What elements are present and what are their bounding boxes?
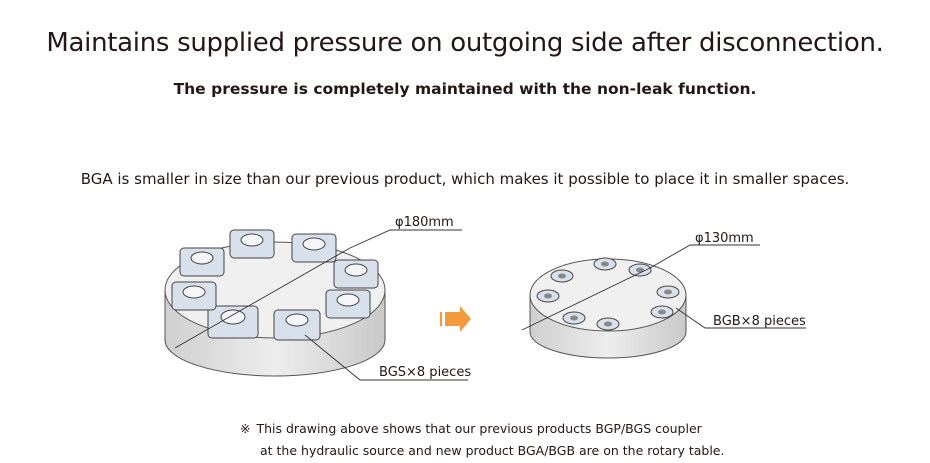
- arrow-right-icon: [445, 306, 471, 332]
- bgb-coupler: [562, 311, 586, 325]
- footnote-line1: This drawing above shows that our previo…: [256, 421, 702, 436]
- bgs-coupler: [333, 259, 379, 289]
- diameter-line: [521, 267, 651, 331]
- pieces-leader: [675, 307, 806, 329]
- new-diameter-label: φ130mm: [695, 231, 754, 246]
- bgs-coupler: [179, 247, 225, 277]
- bgs-coupler: [325, 289, 371, 319]
- bgb-coupler: [650, 305, 674, 319]
- diameter-line: [174, 247, 351, 349]
- arrow-tail-icon: [440, 312, 442, 326]
- bgs-coupler: [273, 309, 321, 341]
- diameter-leader: [349, 229, 462, 249]
- comparison-lead-text: BGA is smaller in size than our previous…: [80, 170, 850, 188]
- bgs-coupler: [207, 305, 259, 339]
- bgb-coupler: [536, 289, 560, 303]
- previous-pieces-label: BGS×8 pieces: [379, 365, 471, 380]
- footnote: ※ This drawing above shows that our previ…: [240, 418, 724, 462]
- comparison-illustration: φ180mm BGS×8 pieces φ130mm BGB×8 pieces: [164, 215, 806, 381]
- page-title: Maintains supplied pressure on outgoing …: [46, 28, 884, 58]
- footnote-mark: ※: [240, 421, 251, 436]
- new-pieces-label: BGB×8 pieces: [713, 314, 806, 329]
- bgb-coupler: [593, 257, 617, 271]
- new-product-rotary-table: φ130mm BGB×8 pieces: [521, 231, 806, 359]
- previous-product-rotary-table: φ180mm BGS×8 pieces: [164, 215, 471, 381]
- bgb-coupler: [628, 263, 652, 277]
- bgs-coupler: [229, 229, 275, 259]
- bgs-coupler: [291, 233, 337, 263]
- footnote-line2: at the hydraulic source and new product …: [260, 443, 725, 458]
- bgs-coupler: [171, 281, 217, 311]
- page-subtitle: The pressure is completely maintained wi…: [173, 80, 757, 98]
- bgb-coupler: [550, 269, 574, 283]
- bgb-coupler: [656, 285, 680, 299]
- previous-diameter-label: φ180mm: [395, 215, 454, 230]
- bgb-coupler: [596, 317, 620, 331]
- pieces-leader: [304, 334, 468, 381]
- diameter-leader: [649, 244, 760, 269]
